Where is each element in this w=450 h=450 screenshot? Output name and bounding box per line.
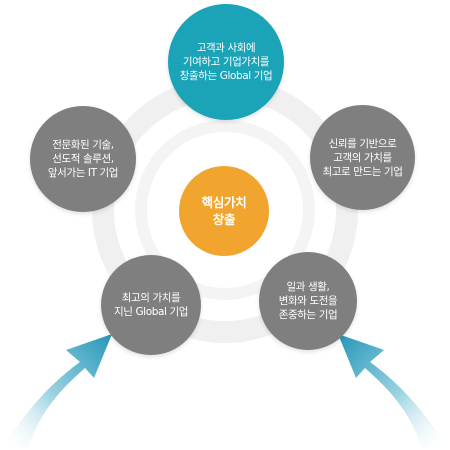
node-bottom-right-worklife-company: 일과 생활, 변화와 도전을 존중하는 기업	[259, 252, 357, 350]
node-top-global-company: 고객과 사회에 기여하고 기업가치를 창출하는 Global 기업	[168, 4, 284, 120]
left-curved-arrow	[2, 334, 112, 448]
node-right-trust-company: 신뢰를 기반으로 고객의 가치를 최고로 만드는 기업	[310, 105, 415, 210]
node-right-label: 신뢰를 기반으로 고객의 가치를 최고로 만드는 기업	[322, 137, 403, 178]
inner-ring	[135, 120, 315, 300]
center-core-value-node: 핵심가치 창출	[179, 166, 269, 256]
node-bottom-right-label: 일과 생활, 변화와 도전을 존중하는 기업	[278, 281, 338, 321]
center-label: 핵심가치 창출	[201, 195, 247, 227]
right-curved-arrow	[338, 334, 448, 448]
node-top-label: 고객과 사회에 기여하고 기업가치를 창출하는 Global 기업	[179, 42, 273, 82]
node-bottom-left-label: 최고의 가치를 지닌 Global 기업	[113, 292, 188, 318]
node-bottom-left-value-company: 최고의 가치를 지닌 Global 기업	[101, 255, 201, 355]
node-left-label: 전문화된 기술, 선도적 솔루션, 앞서가는 IT 기업	[47, 139, 119, 179]
node-left-it-company: 전문화된 기술, 선도적 솔루션, 앞서가는 IT 기업	[30, 106, 136, 212]
